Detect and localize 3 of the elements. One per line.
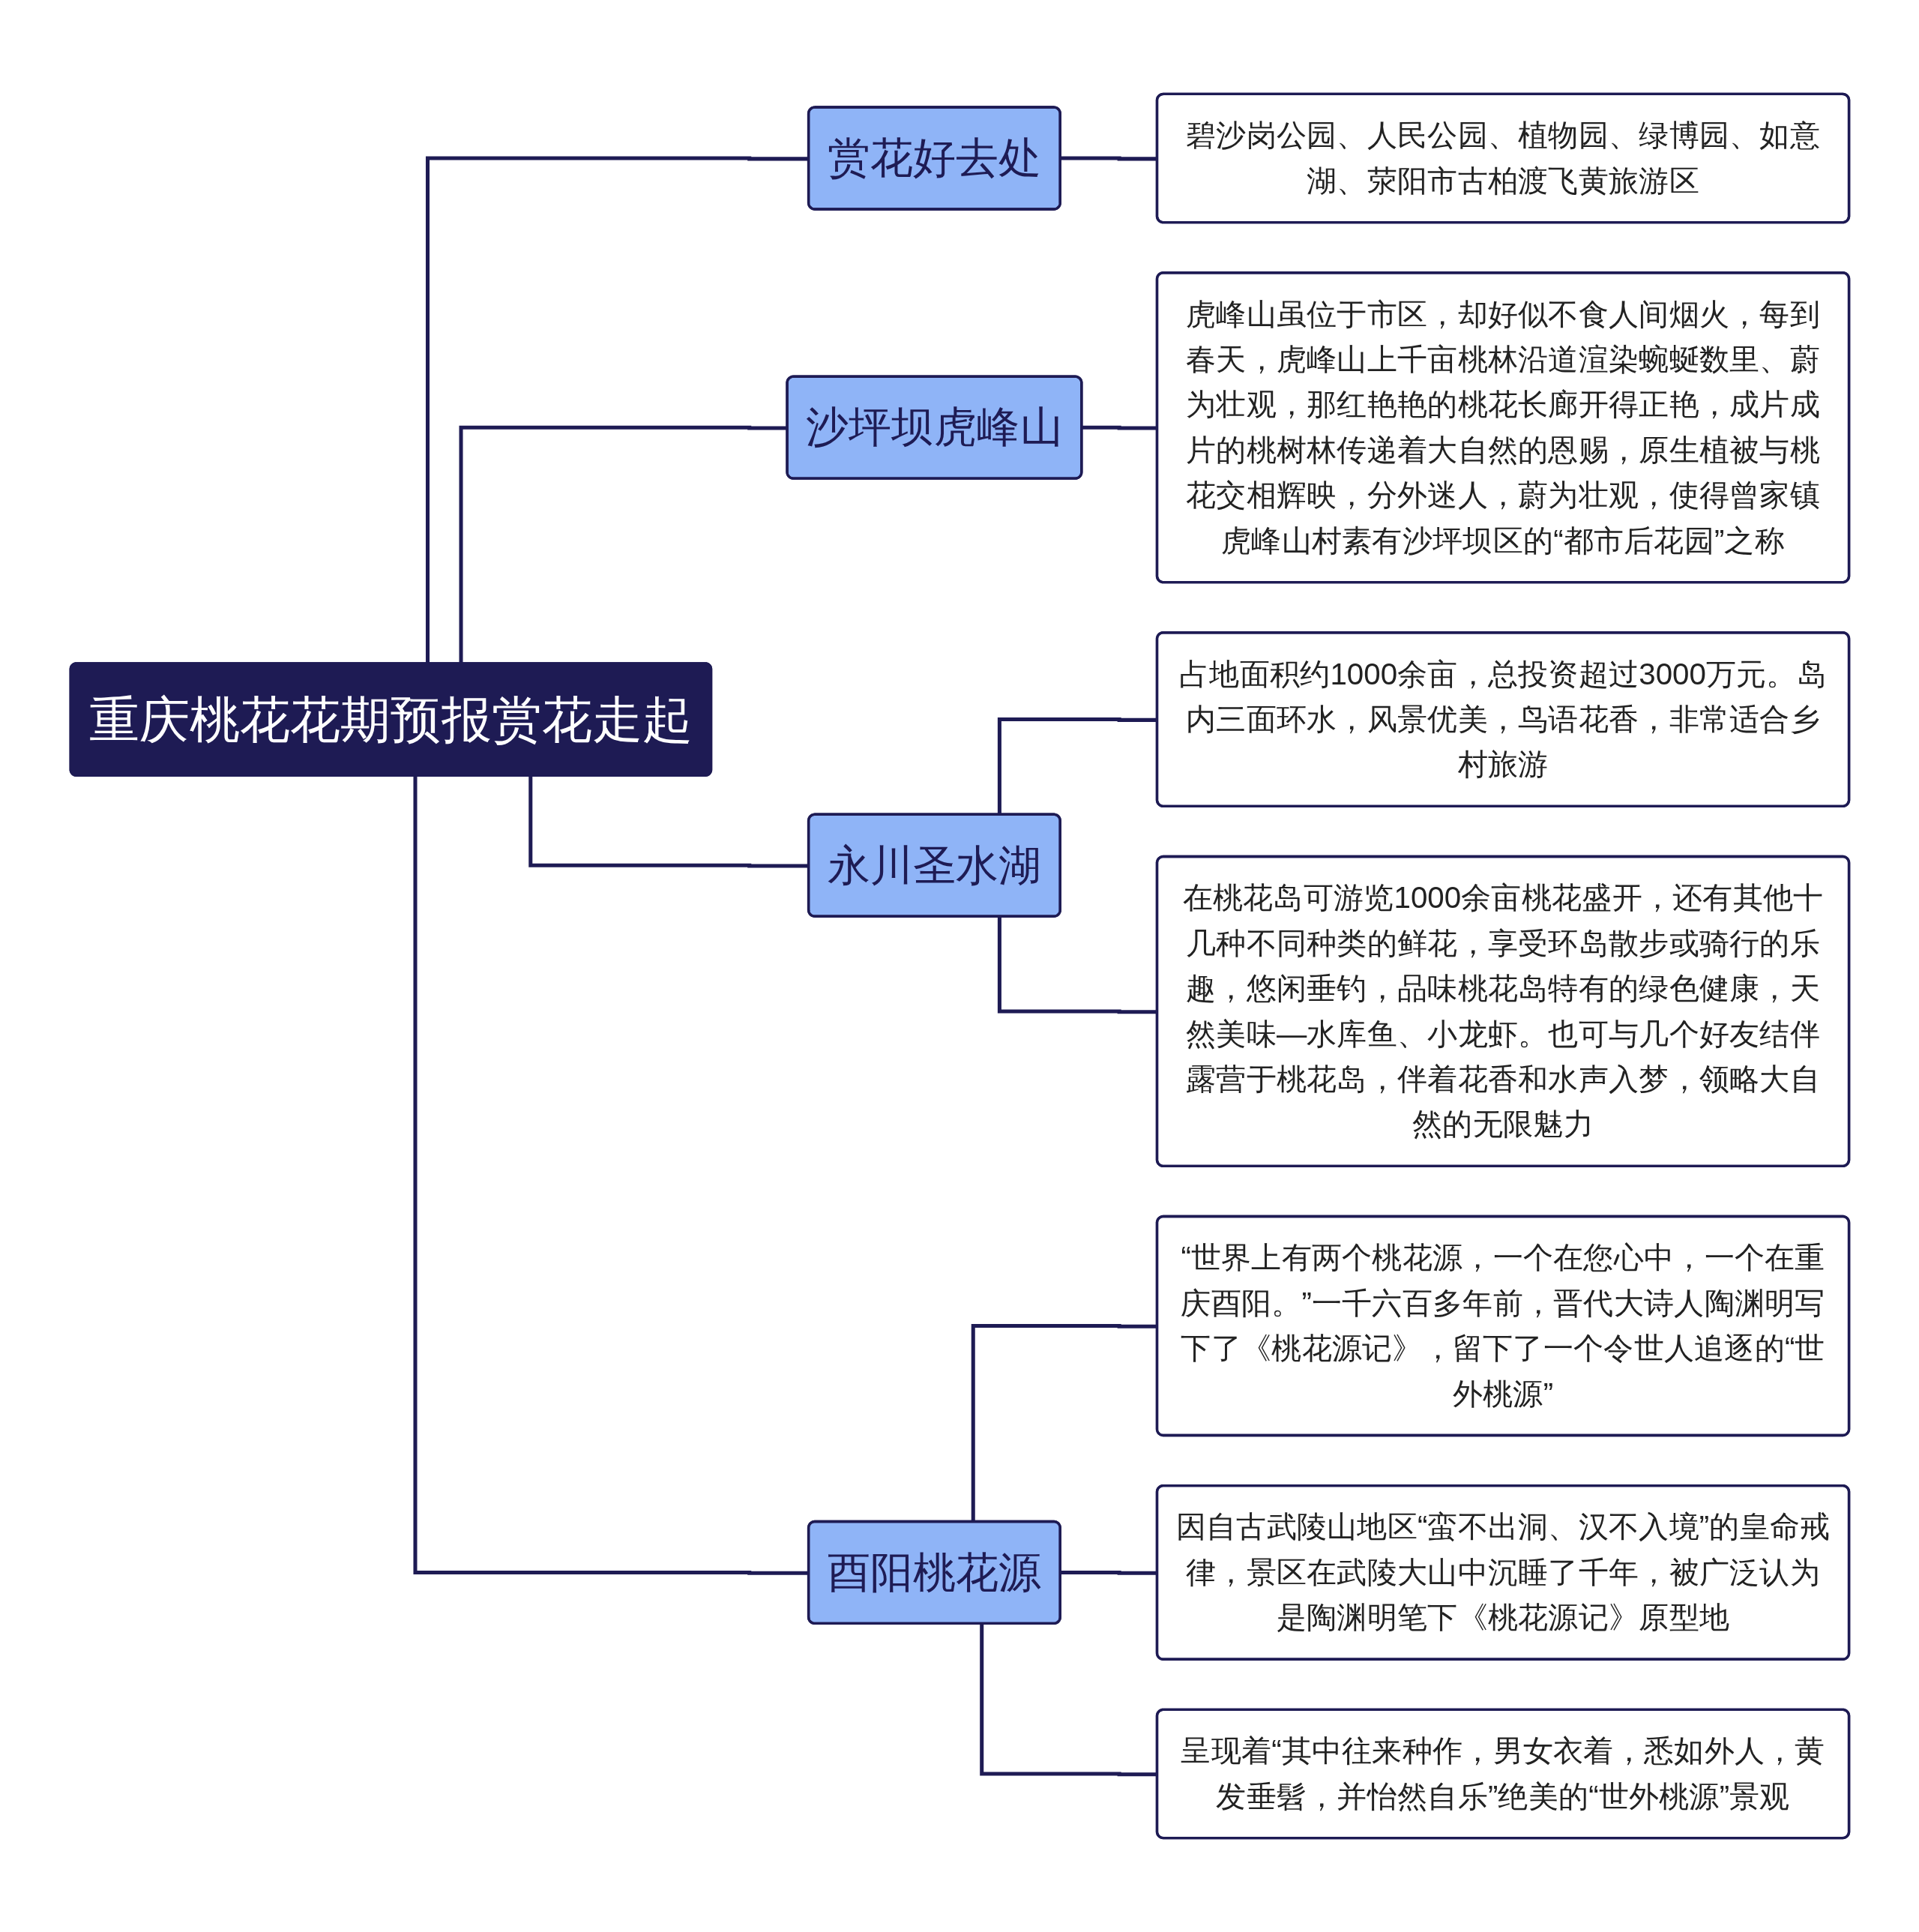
connector xyxy=(1080,425,1158,430)
connector xyxy=(997,917,1158,1014)
connector xyxy=(997,717,1158,816)
